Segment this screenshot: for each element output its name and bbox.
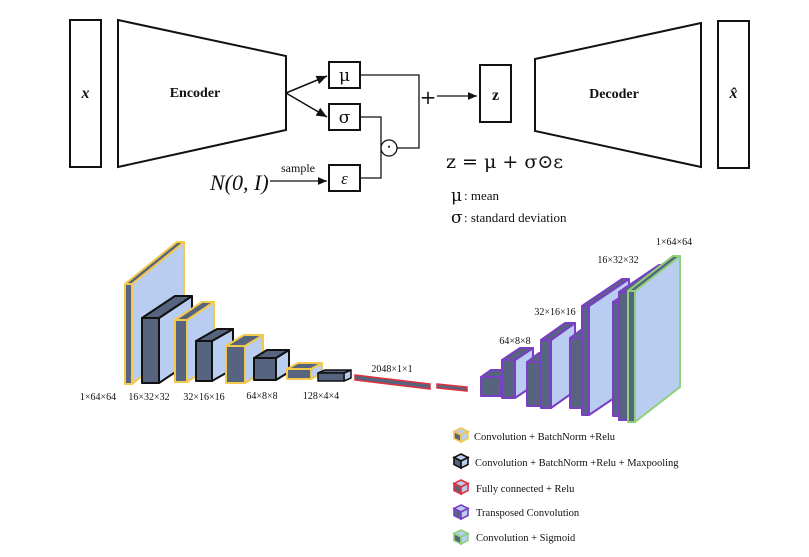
encoder-size-labels: 1×64×64 16×32×32 32×16×16 64×8×8 128×4×4 [80,391,339,403]
fc-bar-2 [436,383,468,392]
legend-conv-label: Convolution + BatchNorm +Relu [474,432,616,443]
arrow-to-mu [285,75,328,94]
fc-bar-1 [354,374,431,390]
dec-label-1: 64×8×8 [499,336,530,347]
plus-sign: + [420,85,437,109]
epsilon-box [328,164,361,192]
enc-pool-block-3 [253,349,290,381]
enc-pool-block-4 [317,369,352,382]
legend-pool-cube-icon [452,453,470,470]
mu-label: μ [339,66,350,86]
hadamard-symbol: ⋅ [387,140,391,154]
legend-sigma-text: : standard deviation [464,210,567,225]
sigma-epsilon-connector [360,116,382,179]
enc-label-5: 128×4×4 [303,391,339,402]
dec-sigmoid-block [627,255,681,423]
mu-box [328,61,361,89]
sample-label: sample [281,161,315,175]
enc-conv-block-4 [286,362,323,380]
fc-layer [354,374,468,392]
legend-tconv-label: Transposed Convolution [476,508,580,519]
epsilon-label: ε [341,169,348,188]
input-x-box [69,19,102,168]
dec-label-4: 1×64×64 [656,237,692,248]
decoder-block [534,21,702,169]
enc-label-3: 32×16×16 [183,392,224,403]
dec-label-3: 16×32×32 [597,255,638,266]
legend-sigma-symbol: σ [451,208,463,228]
encoder-label: Encoder [170,86,221,101]
layer-legend: Convolution + BatchNorm +Relu Convolutio… [452,427,679,546]
legend-mu-text: : mean [464,188,500,203]
output-x-hat-label: x̂ [729,85,738,102]
legend-conv-cube-icon [452,427,470,444]
decoder-size-labels: 64×8×8 32×16×16 16×32×32 1×64×64 [499,237,692,347]
enc-label-2: 16×32×32 [128,392,169,403]
legend-sigmoid-cube-icon [452,529,470,546]
network-blocks [124,241,681,423]
z-box [479,64,512,123]
legend-sigmoid-label: Convolution + Sigmoid [476,533,576,544]
sigma-label: σ [339,108,351,128]
legend-fc-label: Fully connected + Relu [476,484,575,495]
reparam-equation: z = μ + σ⊙ε [446,151,563,173]
arrow-to-sigma [285,92,328,118]
mu-connector [360,74,420,149]
input-x-label: x [81,85,90,102]
enc-conv-block-3 [225,334,264,384]
output-x-hat-box [717,20,750,169]
z-label: z [492,87,499,104]
dec-label-2: 32×16×16 [534,307,575,318]
noise-source-label: N(0, I) [209,170,269,195]
enc-label-4: 64×8×8 [246,391,277,402]
legend-pool-label: Convolution + BatchNorm +Relu + Maxpooli… [475,458,679,469]
encoder-block [117,18,287,169]
hadamard-product-node [380,139,398,157]
fc-label: 2048×1×1 [371,364,412,375]
vae-schematic: x Encoder μ σ ε ⋅ + z Decoder x̂ N(0, I)… [69,18,750,228]
decoder-label: Decoder [589,87,639,102]
legend-mu-symbol: μ [451,186,462,206]
legend-fc-cube-icon [452,479,470,496]
legend-tconv-cube-icon [452,504,470,521]
enc-label-1: 1×64×64 [80,392,116,403]
